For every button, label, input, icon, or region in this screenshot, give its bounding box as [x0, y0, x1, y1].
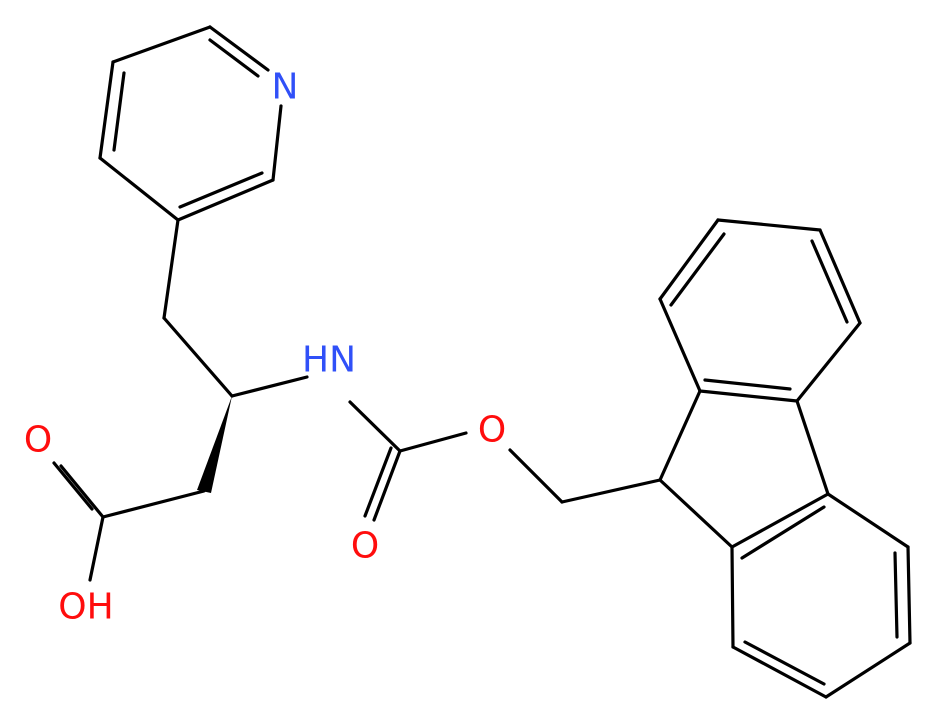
bond [810, 239, 849, 324]
bond [698, 389, 799, 403]
backbone-chain [52, 218, 309, 582]
bond [703, 378, 792, 391]
carbamate [348, 400, 662, 522]
bond [101, 489, 206, 519]
bond [208, 38, 260, 78]
amide-nh-label: HN [302, 340, 356, 381]
acid-carbonyl-oxygen-label: O [24, 420, 52, 461]
wedge-bond [197, 396, 232, 493]
bond [795, 399, 830, 496]
bond [363, 446, 393, 518]
bond [230, 375, 309, 398]
bond [658, 478, 734, 549]
bond [88, 515, 105, 582]
bond [111, 25, 212, 64]
bond [658, 389, 702, 482]
bond [59, 464, 105, 519]
bond [743, 640, 826, 686]
carbamate-carbonyl-oxygen-label: O [351, 526, 379, 567]
bond [731, 645, 828, 699]
carbamate-ester-oxygen-label: O [478, 410, 506, 451]
bond [824, 641, 912, 699]
bond [112, 71, 126, 152]
acid-hydroxyl-label: OH [58, 587, 113, 628]
bond [560, 478, 662, 504]
bond [162, 316, 234, 398]
bond [740, 505, 826, 560]
bond [398, 431, 468, 453]
bond [178, 171, 264, 209]
bond [52, 461, 94, 511]
bond [98, 156, 180, 222]
fluorene [658, 218, 912, 699]
bond [162, 218, 180, 320]
bond [658, 297, 702, 393]
bond [730, 492, 830, 549]
bond [795, 321, 862, 403]
bond [348, 400, 402, 453]
bond [669, 232, 726, 307]
pyridine-nitrogen-label: N [272, 67, 299, 108]
bond [271, 104, 283, 182]
pyridine-ring [98, 25, 283, 222]
bond [176, 178, 275, 222]
bond [372, 449, 402, 522]
bond [658, 218, 720, 301]
bond [818, 228, 862, 325]
bond [508, 448, 564, 504]
bond [98, 60, 115, 160]
bond [716, 218, 822, 232]
bond [893, 551, 899, 639]
bond [826, 492, 910, 549]
bond [906, 545, 912, 645]
bond [730, 545, 735, 649]
bond [208, 25, 270, 72]
